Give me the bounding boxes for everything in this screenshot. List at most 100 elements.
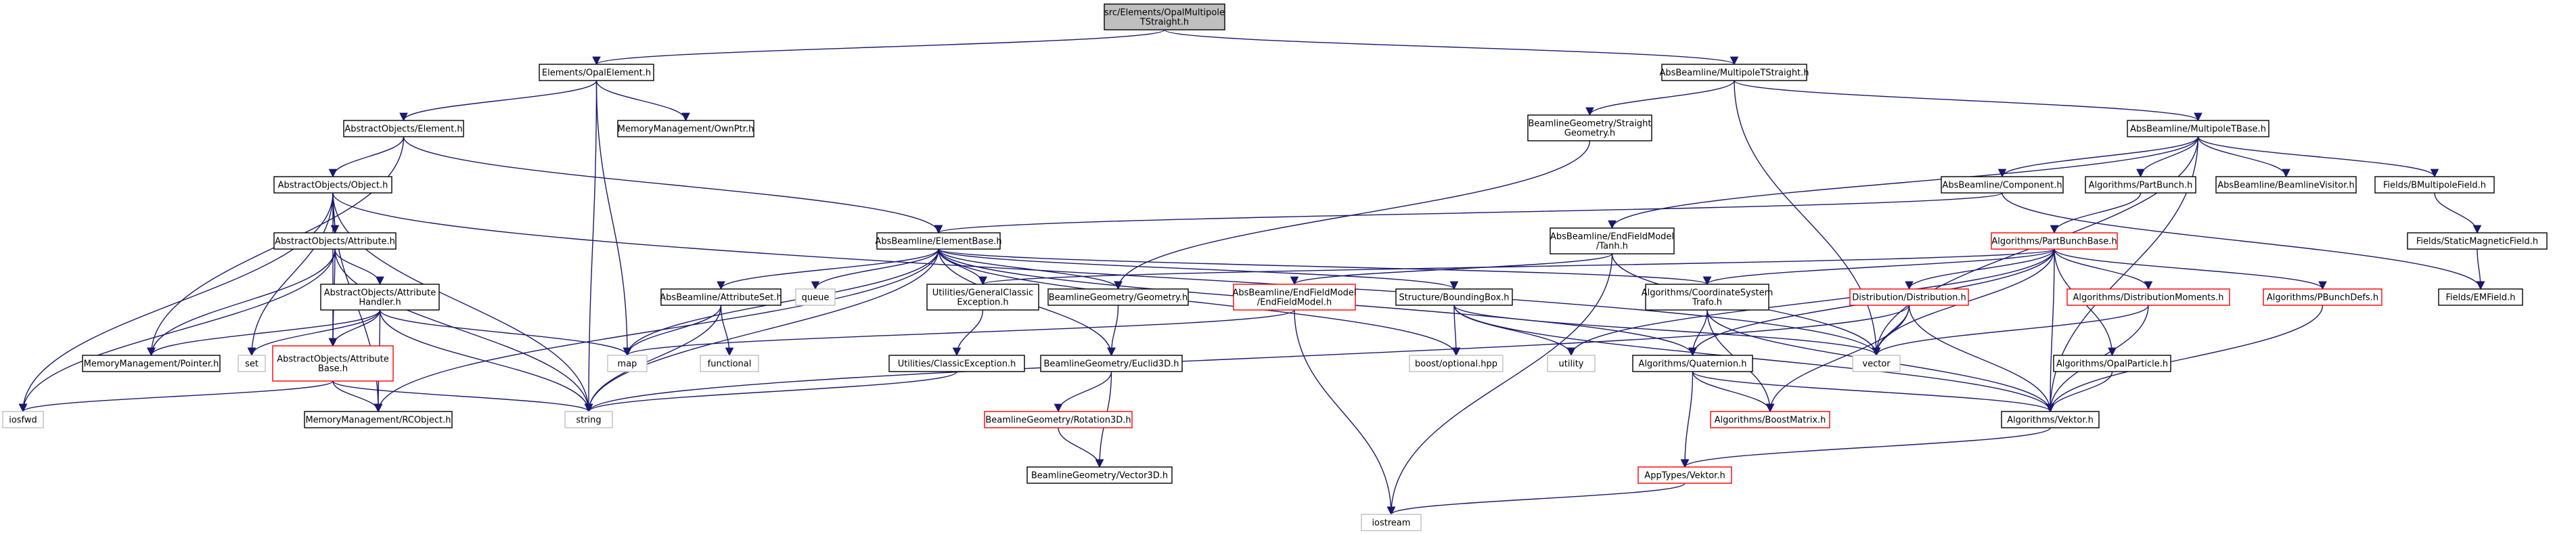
- node-element[interactable]: AbstractObjects/Element.h: [343, 120, 464, 137]
- node-vector3d[interactable]: BeamlineGeometry/Vector3D.h: [1026, 466, 1173, 484]
- node-iostream: iostream: [1361, 514, 1422, 531]
- node-label-ownptr-0: MemoryManagement/OwnPtr.h: [618, 125, 754, 135]
- node-attributeset[interactable]: AbsBeamline/AttributeSet.h: [660, 288, 782, 306]
- edge-component-to-emfield: [2002, 192, 2485, 290]
- node-label-apptypesvektor-0: AppTypes/Vektor.h: [1644, 471, 1725, 481]
- node-queue: queue: [795, 288, 836, 306]
- node-distribution[interactable]: Distribution/Distribution.h: [1849, 288, 1969, 306]
- node-label-set-0: set: [245, 359, 258, 370]
- node-staticmag[interactable]: Fields/StaticMagneticField.h: [2407, 232, 2548, 250]
- edge-attrhandler-to-pointer: [147, 309, 381, 357]
- node-ownptr[interactable]: MemoryManagement/OwnPtr.h: [617, 120, 754, 137]
- node-box-rotation3d: [984, 411, 1133, 428]
- node-opalparticle[interactable]: Algorithms/OpalParticle.h: [2053, 355, 2171, 372]
- node-classicexc[interactable]: Utilities/ClassicException.h: [888, 355, 1025, 372]
- node-label-coordsys-0: Algorithms/CoordinateSystem: [1642, 288, 1773, 298]
- node-box-mptbase: [2127, 120, 2269, 137]
- edge-root-to-opalelement: [592, 29, 1165, 66]
- node-box-queue: [795, 288, 836, 306]
- node-box-vector3d: [1026, 466, 1173, 484]
- node-box-iostream: [1361, 514, 1422, 531]
- node-partbunchbase[interactable]: Algorithms/PartBunchBase.h: [1991, 232, 2118, 250]
- node-label-pointer-0: MemoryManagement/Pointer.h: [84, 359, 219, 370]
- node-box-staticmag: [2407, 232, 2548, 250]
- node-label-bmultipole-0: Fields/BMultipoleField.h: [2383, 181, 2486, 191]
- node-label-straightgeom-0: BeamlineGeometry/Straight: [1528, 119, 1651, 129]
- node-label-attribute-0: AbstractObjects/Attribute.h: [275, 237, 395, 247]
- node-mptbase[interactable]: AbsBeamline/MultipoleTBase.h: [2127, 120, 2269, 137]
- node-mptstraight[interactable]: AbsBeamline/MultipoleTStraight.h: [1659, 64, 1809, 81]
- node-bmultipole[interactable]: Fields/BMultipoleField.h: [2374, 176, 2495, 194]
- edge-opalelement-to-map: [595, 80, 632, 357]
- edge-object-to-string: [332, 192, 593, 413]
- node-boundingbox[interactable]: Structure/BoundingBox.h: [1395, 288, 1513, 306]
- node-box-distmoments: [2066, 288, 2230, 306]
- node-endfieldmodel[interactable]: AbsBeamline/EndFieldModel/EndFieldModel.…: [1232, 284, 1357, 311]
- node-box-rcobject: [304, 411, 453, 428]
- node-elementbase[interactable]: AbsBeamline/ElementBase.h: [875, 232, 1002, 250]
- node-distmoments[interactable]: Algorithms/DistributionMoments.h: [2066, 288, 2230, 306]
- edge-object-to-vector: [332, 192, 1881, 357]
- edge-quaternion-to-algvektor: [1692, 371, 2055, 413]
- edge-object-to-set: [247, 192, 334, 357]
- edge-tanh-to-iostream: [1386, 253, 1613, 516]
- edge-distribution-to-string: [585, 305, 1910, 413]
- node-geometry[interactable]: BeamlineGeometry/Geometry.h: [1047, 288, 1189, 306]
- node-box-functional: [700, 355, 759, 372]
- node-component[interactable]: AbsBeamline/Component.h: [1941, 176, 2064, 194]
- node-label-distribution-0: Distribution/Distribution.h: [1852, 293, 1966, 303]
- edge-tanh-to-endfieldmodel: [1290, 253, 1613, 286]
- edge-endfieldmodel-to-iostream: [1294, 309, 1396, 516]
- node-partbunch[interactable]: Algorithms/PartBunch.h: [2085, 176, 2196, 194]
- edge-quaternion-to-boostmatrix: [1692, 371, 1775, 413]
- node-pbunchdefs[interactable]: Algorithms/PBunchDefs.h: [2263, 288, 2382, 306]
- edge-distmoments-to-vector: [1872, 305, 2149, 357]
- edge-component-to-elementbase: [934, 192, 2003, 234]
- node-emfield[interactable]: Fields/EMField.h: [2438, 288, 2523, 306]
- node-label-iosfwd-0: iosfwd: [9, 416, 37, 426]
- edge-elementbase-to-optional: [938, 248, 1461, 357]
- node-opalelement[interactable]: Elements/OpalElement.h: [539, 64, 654, 81]
- nodes-layer: src/Elements/OpalMultipoleTStraight.hEle…: [2, 3, 2548, 531]
- node-pointer[interactable]: MemoryManagement/Pointer.h: [82, 355, 221, 372]
- node-label-mptstraight-0: AbsBeamline/MultipoleTStraight.h: [1659, 68, 1809, 79]
- node-label-string-0: string: [576, 416, 601, 426]
- edge-partbunch-to-partbunchbase: [2050, 192, 2142, 234]
- edge-partbunchbase-to-algvektor: [2046, 248, 2055, 413]
- node-tanh[interactable]: AbsBeamline/EndFieldModel/Tanh.h: [1550, 227, 1675, 254]
- node-algvektor[interactable]: Algorithms/Vektor.h: [2001, 411, 2100, 428]
- edge-endfieldmodel-to-map: [623, 309, 1295, 357]
- edge-elementbase-to-string: [584, 248, 939, 413]
- node-box-set: [238, 355, 266, 372]
- node-beamlinevisitor[interactable]: AbsBeamline/BeamlineVisitor.h: [2215, 176, 2357, 194]
- node-label-vector-0: vector: [1862, 359, 1891, 370]
- node-rcobject[interactable]: MemoryManagement/RCObject.h: [304, 411, 453, 428]
- node-apptypesvektor[interactable]: AppTypes/Vektor.h: [1637, 466, 1732, 484]
- node-label-component-0: AbsBeamline/Component.h: [1942, 181, 2062, 191]
- edge-mptbase-to-beamlinevisitor: [2197, 136, 2290, 178]
- node-boostmatrix[interactable]: Algorithms/BoostMatrix.h: [1710, 411, 1830, 428]
- edge-boundingbox-to-vector: [1453, 305, 1881, 357]
- node-box-endfieldmodel: [1233, 284, 1356, 311]
- node-label-rcobject-0: MemoryManagement/RCObject.h: [305, 416, 451, 426]
- node-label-endfieldmodel-0: AbsBeamline/EndFieldModel: [1232, 288, 1356, 298]
- edge-euclid3d-to-rotation3d: [1054, 371, 1112, 413]
- node-quaternion[interactable]: Algorithms/Quaternion.h: [1632, 355, 1753, 372]
- node-label-root-0: src/Elements/OpalMultipole: [1104, 8, 1225, 18]
- node-euclid3d[interactable]: BeamlineGeometry/Euclid3D.h: [1040, 355, 1183, 372]
- node-attribute[interactable]: AbstractObjects/Attribute.h: [273, 232, 397, 250]
- edge-mptstraight-to-vector: [1734, 80, 1881, 357]
- node-object[interactable]: AbstractObjects/Object.h: [273, 176, 392, 194]
- node-rotation3d[interactable]: BeamlineGeometry/Rotation3D.h: [984, 411, 1133, 428]
- node-label-endfieldmodel-1: /EndFieldModel.h: [1257, 298, 1332, 308]
- node-box-component: [1941, 176, 2064, 194]
- node-label-object-0: AbstractObjects/Object.h: [278, 181, 388, 191]
- node-label-elementbase-0: AbsBeamline/ElementBase.h: [875, 237, 1001, 247]
- edge-distribution-to-boostmatrix: [1765, 305, 1910, 413]
